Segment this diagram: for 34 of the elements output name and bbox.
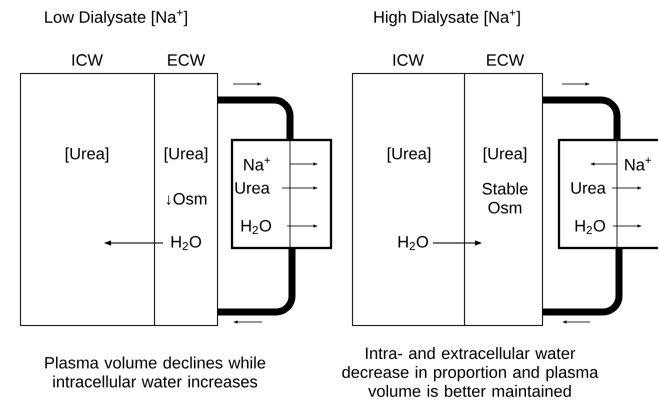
column-heading: ICW	[72, 54, 103, 66]
panel-title: Low Dialysate [Na$^{+}$]	[45, 10, 187, 26]
dialyzer-box	[230, 138, 332, 250]
caption: Intra- and extracellular water decrease in proportion and plasma volume is better maintained	[342, 347, 598, 397]
solute-label: ↓Osm	[166, 193, 206, 205]
column-heading: ECW	[168, 54, 206, 66]
solute-label: [Urea]	[66, 147, 108, 163]
compartment-box	[154, 54, 218, 326]
solute-label: Stable Osm	[482, 182, 528, 214]
tube	[218, 96, 294, 140]
tube	[543, 248, 622, 316]
solute-label: Na$^{+}$	[625, 157, 652, 171]
solute-label: H$_{2}$O	[398, 236, 428, 250]
caption: Plasma volume declines while intracellular water increases	[45, 356, 266, 388]
column-heading: ECW	[487, 54, 524, 66]
solute-label: Urea	[571, 182, 606, 194]
tube	[218, 248, 296, 316]
water-flux-arrow	[104, 240, 164, 246]
dialyzer-box	[558, 138, 658, 250]
solute-label: H$_{2}$O	[576, 220, 605, 234]
solute-label: Na$^{+}$	[244, 157, 270, 171]
compartment-box	[464, 54, 543, 326]
compartment-box	[20, 54, 155, 326]
panel-title: High Dialysate [Na$^{+}$]	[374, 10, 520, 26]
solute-label: H$_{2}$O	[172, 236, 201, 250]
solute-label: [Urea]	[484, 147, 526, 163]
solute-label: [Urea]	[164, 147, 208, 163]
column-heading: ICW	[394, 54, 424, 66]
solute-label: [Urea]	[388, 147, 430, 163]
solute-label: H$_{2}$O	[242, 220, 271, 234]
water-flux-arrow	[432, 240, 482, 246]
compartment-box	[352, 54, 465, 326]
solute-label: Urea	[235, 182, 270, 194]
tube	[543, 96, 620, 140]
